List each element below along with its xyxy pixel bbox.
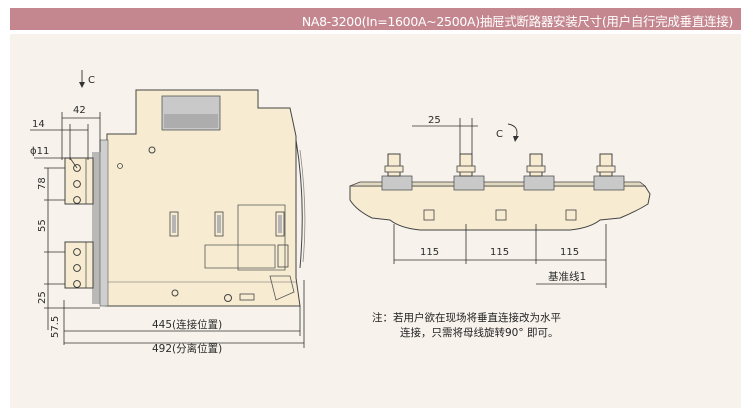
direction-label-left: C: [88, 75, 95, 86]
installation-note: 注：若用户欲在现场将垂直连接改为水平 连接，只需将母线旋转90° 即可。: [372, 311, 561, 341]
right-dimension-lines: [393, 118, 607, 288]
terminal-1: [381, 153, 413, 191]
top-view-body: [349, 181, 651, 231]
note-line-1: 注：若用户欲在现场将垂直连接改为水平: [372, 312, 561, 324]
dim-spacing-3: 115: [560, 247, 579, 258]
terminal-3: [523, 153, 555, 191]
dim-hole-diameter: ϕ11: [30, 146, 49, 157]
dim-spacing-1: 115: [420, 247, 439, 258]
lower-busbar: [64, 241, 94, 289]
dim-connected-position: 445(连接位置): [152, 318, 222, 331]
breaker-body: [105, 89, 306, 307]
title-bar: NA8-3200(In=1600A~2500A)抽屉式断路器安装尺寸(用户自行完…: [10, 8, 741, 30]
dim-57-5: 57.5: [50, 316, 61, 338]
dim-55: 55: [37, 219, 48, 232]
dim-pitch-25: 25: [428, 115, 441, 126]
dim-14: 14: [32, 119, 45, 130]
upper-busbar: [64, 157, 94, 205]
rotation-arrow: [507, 123, 519, 142]
baseline-label: 基准线1: [548, 270, 586, 283]
direction-label-right: C: [496, 129, 503, 140]
dim-78: 78: [37, 177, 48, 190]
terminal-2: [453, 153, 485, 191]
rear-bracket: [92, 139, 109, 307]
page-title: NA8-3200(In=1600A~2500A)抽屉式断路器安装尺寸(用户自行完…: [301, 14, 733, 29]
dim-separated-position: 492(分离位置): [152, 342, 222, 355]
terminal-4: [593, 153, 625, 191]
direction-arrow-left: [79, 70, 85, 88]
note-line-2: 连接，只需将母线旋转90° 即可。: [400, 327, 559, 339]
dim-25: 25: [37, 291, 48, 304]
dim-spacing-2: 115: [490, 247, 509, 258]
left-dimension-lines: [30, 112, 305, 348]
dim-42: 42: [73, 105, 86, 116]
